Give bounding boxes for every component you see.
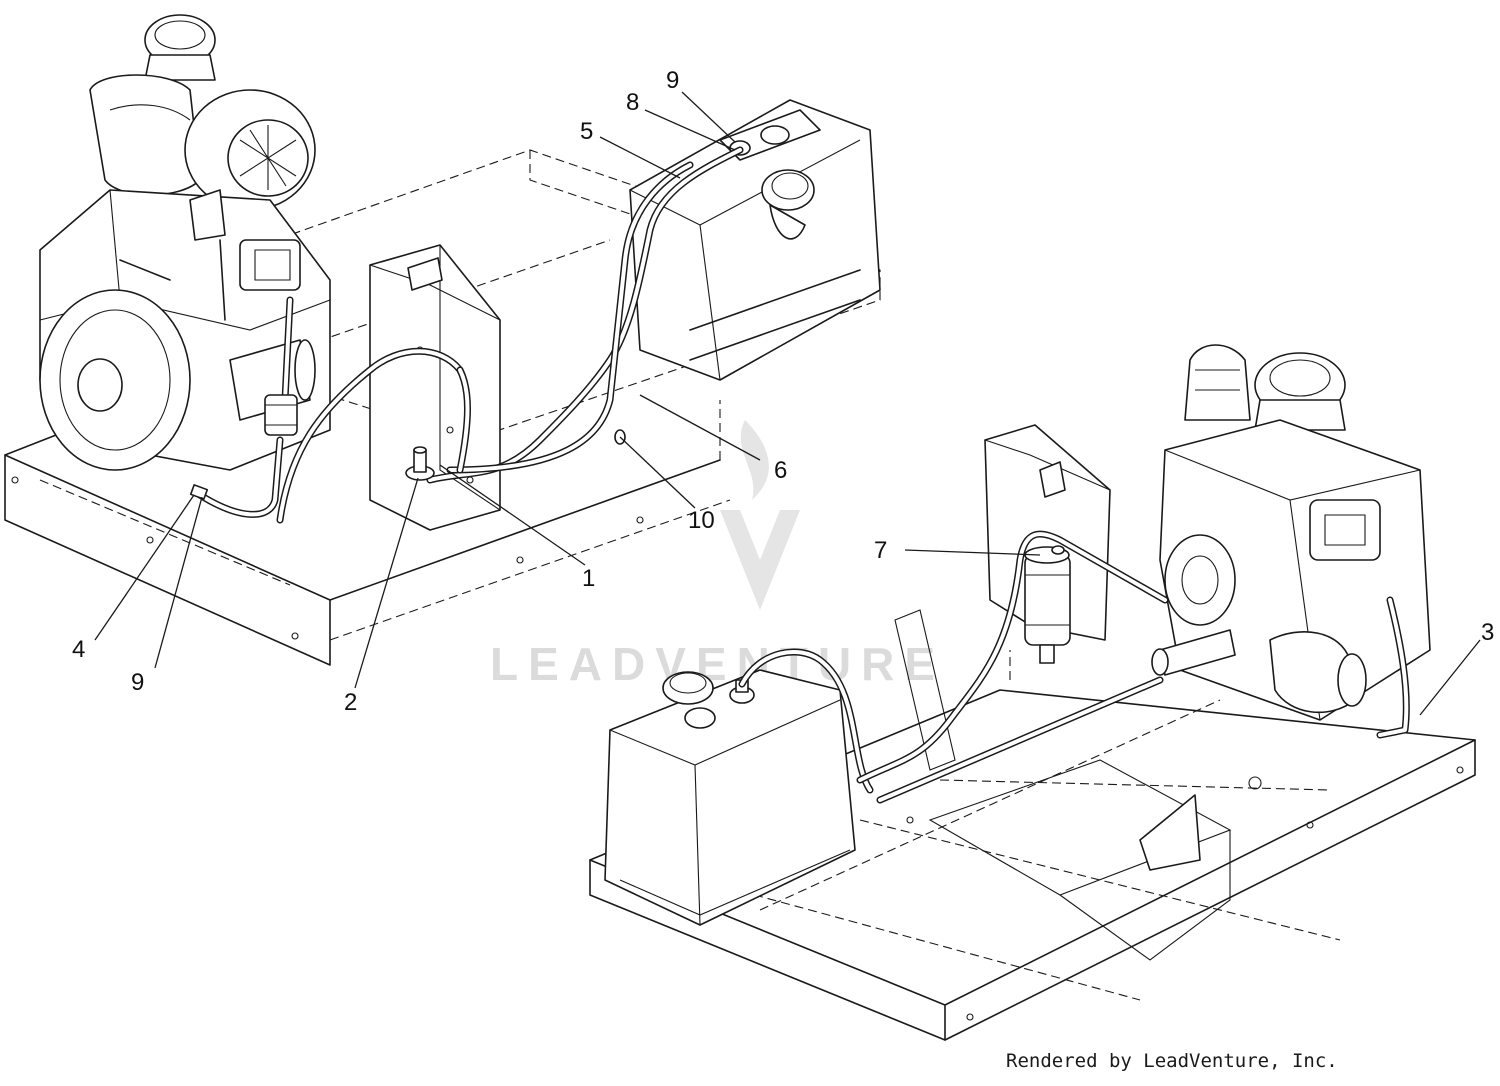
right-fuel-tank <box>604 669 856 926</box>
left-fuel-tank <box>629 99 881 381</box>
callout-3: 3 <box>1481 619 1494 646</box>
callout-labels: 1 2 3 4 5 6 7 8 9 9 10 <box>72 67 1494 716</box>
callout-leaders <box>94 91 1481 716</box>
callout-7: 7 <box>874 537 887 564</box>
callout-6: 6 <box>774 457 787 484</box>
right-engine <box>1151 344 1431 721</box>
right-fuel-lines <box>738 530 1410 804</box>
left-console-panel <box>369 244 501 531</box>
callout-1: 1 <box>582 565 595 592</box>
leadventure-watermark: LEADVENTURE <box>490 420 945 690</box>
left-fuel-lines <box>189 146 744 524</box>
callout-9-top: 9 <box>666 67 679 94</box>
callout-4: 4 <box>72 636 85 663</box>
callout-2: 2 <box>344 689 357 716</box>
watermark-text: LEADVENTURE <box>490 638 945 690</box>
right-frame <box>589 650 1476 1041</box>
callout-8: 8 <box>626 89 639 116</box>
callout-10: 10 <box>688 507 715 534</box>
callout-9-bottom: 9 <box>131 669 144 696</box>
left-engine <box>39 14 331 471</box>
callout-5: 5 <box>580 118 593 145</box>
render-credit: Rendered by LeadVenture, Inc. <box>1006 1050 1338 1072</box>
